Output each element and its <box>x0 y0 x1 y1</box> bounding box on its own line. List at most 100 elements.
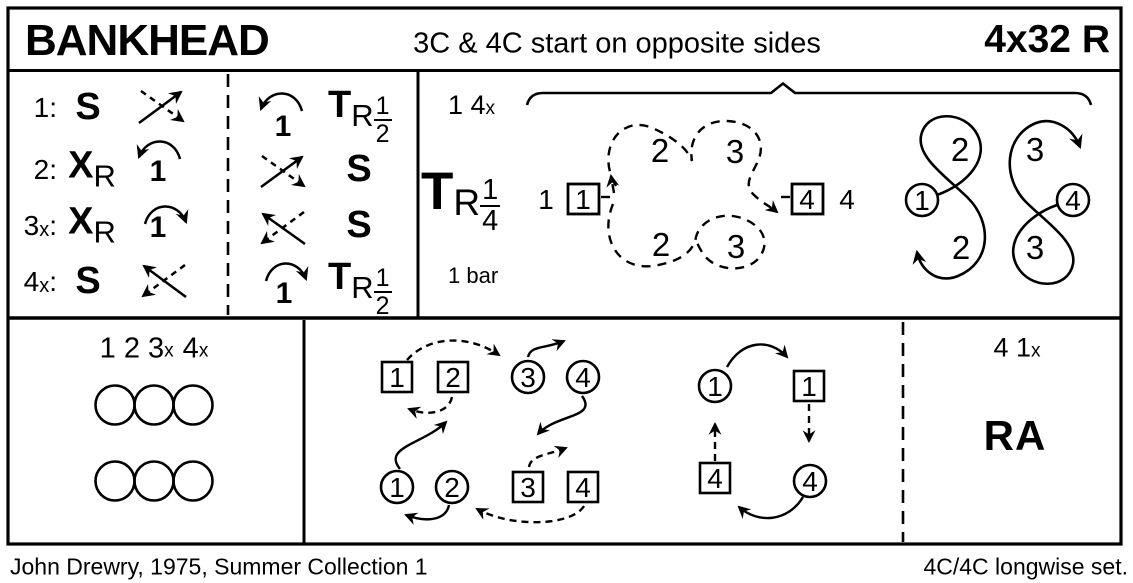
dancer-circle-label: 4 <box>1065 185 1081 216</box>
loop-label: 2 <box>950 131 970 168</box>
figure-eight-art <box>904 114 1091 286</box>
dancer-box-label: 3 <box>520 472 536 503</box>
cross-arrows-left-icon <box>141 263 187 299</box>
turn-couple-number: 1 <box>275 277 293 310</box>
dancer-box-label: 1 <box>575 184 591 215</box>
loop-label: 3 <box>1025 229 1045 266</box>
cross-arrows-right-icon <box>138 89 185 125</box>
set-symbol: S <box>346 204 372 246</box>
position-label-left: 1 <box>538 184 554 215</box>
dancer-circle-label: 4 <box>802 466 818 497</box>
set-symbol: S <box>75 86 101 128</box>
dancer-circle-label: 3 <box>520 362 536 393</box>
dance-title: BANKHEAD <box>25 16 270 65</box>
bar-label: 2: <box>33 154 57 185</box>
dancer-box-1 <box>566 182 601 216</box>
loop-label: 2 <box>951 229 971 266</box>
set-circle <box>133 384 175 426</box>
rights-and-lefts-symbol: RA <box>983 412 1047 459</box>
dancer-box-1 <box>792 369 826 403</box>
reel-track <box>601 119 791 270</box>
loop-label: 3 <box>1025 131 1045 168</box>
turn-couple-number: 1 <box>274 110 292 143</box>
dancer-circle-3 <box>510 359 546 395</box>
loop-label: 2 <box>650 132 670 169</box>
loop-label: 3 <box>726 228 746 265</box>
set-circle <box>133 460 175 502</box>
reel-track-bottom-loops <box>607 203 766 270</box>
dancer-circle-label: 1 <box>707 371 723 402</box>
overbrace <box>525 81 1093 106</box>
start-formation-art <box>94 384 214 502</box>
dancer-box-label: 2 <box>445 362 461 393</box>
set-circle <box>94 460 136 502</box>
dancer-circle-1 <box>904 182 940 218</box>
dancer-circle-label: 1 <box>914 185 930 216</box>
dancer-circle-4 <box>565 359 601 395</box>
dancer-box-4 <box>698 461 732 495</box>
turn-ccw-icon <box>136 140 182 160</box>
figure-eight-right-path <box>1008 119 1083 286</box>
turn-ccw-icon <box>258 92 304 112</box>
duration-label: 1 bar <box>448 263 499 288</box>
position-label-right: 4 <box>839 184 855 215</box>
turn-cw-icon <box>264 262 309 282</box>
set-circle <box>172 460 214 502</box>
frame-lines <box>6 6 1123 546</box>
dancer-box-label: 4 <box>799 184 815 215</box>
dancer-circle-1 <box>379 469 415 505</box>
start-note: 3C & 4C start on opposite sides <box>413 27 821 60</box>
dancer-box-1 <box>380 360 414 394</box>
dancer-box-2 <box>436 360 470 394</box>
notation-icons-col2 <box>258 92 309 282</box>
repeat-code: 4x32 R <box>984 18 1110 61</box>
dancer-circle-4 <box>792 463 828 499</box>
bar-label: 1: <box>33 92 57 123</box>
set-symbol: S <box>346 148 372 190</box>
dancer-circle-label: 2 <box>444 472 460 503</box>
cross-arrows-left-icon <box>260 210 306 246</box>
dancer-box-4 <box>566 470 600 504</box>
dancer-circle-label: 4 <box>575 362 591 393</box>
progression2-art <box>697 343 828 520</box>
dancer-box-4 <box>790 182 825 216</box>
notation-icons-col1 <box>136 89 189 299</box>
turn-cw-icon <box>143 205 189 225</box>
turn-couple-number: 1 <box>149 211 167 244</box>
devisor-credit: John Drewry, 1975, Summer Collection 1 <box>10 553 428 580</box>
dancer-circle-4 <box>1055 182 1091 218</box>
figure-eight-left-path <box>912 114 987 280</box>
loop-label: 2 <box>651 226 671 263</box>
set-circle <box>94 384 136 426</box>
dancer-box-label: 1 <box>801 371 817 402</box>
set-symbol: S <box>75 260 101 302</box>
set-type-label: 4C/4C longwise set. <box>923 553 1128 580</box>
reel-track-top-loops <box>607 119 779 214</box>
outer-border <box>6 6 1123 546</box>
dancer-circle-1 <box>697 368 733 404</box>
progression1-art <box>379 339 601 525</box>
reel-track-start-arrow <box>606 174 620 194</box>
reel-panel-art <box>525 81 1093 270</box>
cross-arrows-right-icon <box>260 154 306 189</box>
loop-label: 3 <box>725 133 745 170</box>
progression2-arrows <box>708 343 816 520</box>
dancer-box-label: 4 <box>707 463 723 494</box>
dancer-box-label: 1 <box>389 362 405 393</box>
progression1-arrows <box>394 339 587 525</box>
turn-couple-number: 1 <box>149 155 167 188</box>
dancer-circle-2 <box>434 469 470 505</box>
dancer-box-3 <box>511 470 545 504</box>
